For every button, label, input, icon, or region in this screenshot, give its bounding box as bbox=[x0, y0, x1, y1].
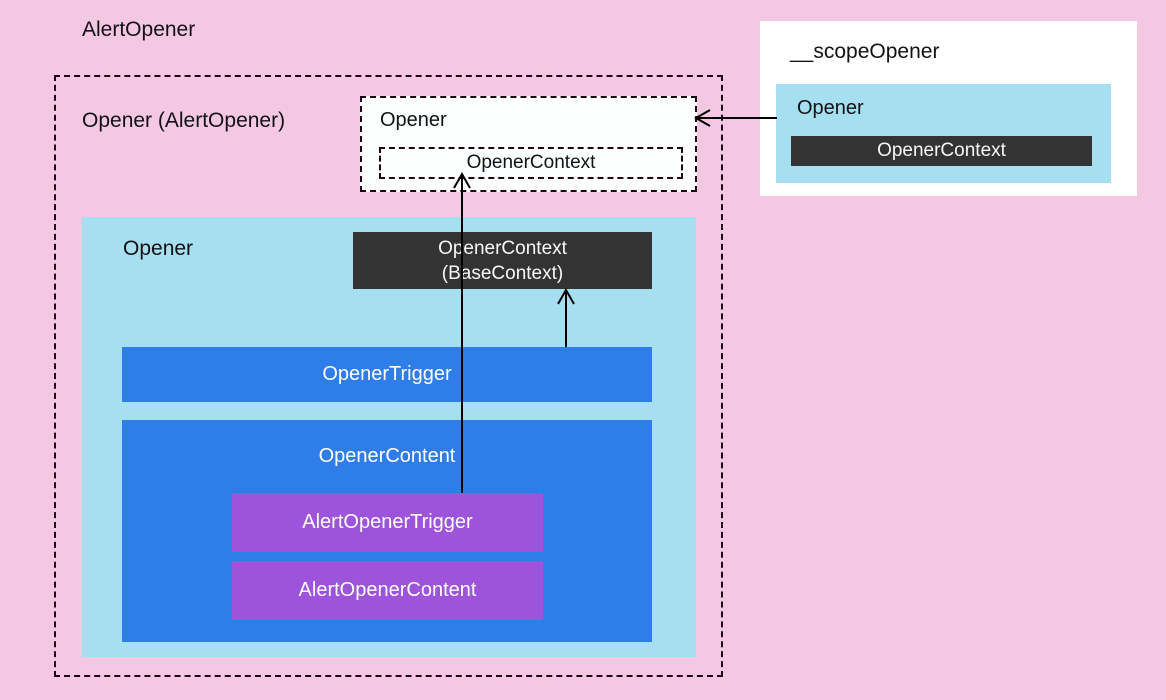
page-title: AlertOpener bbox=[82, 18, 196, 41]
opener-content-box: OpenerContent AlertOpenerTrigger AlertOp… bbox=[122, 420, 652, 642]
alert-opener-content-box: AlertOpenerContent bbox=[232, 561, 543, 620]
scope-opener-panel: __scopeOpener Opener OpenerContext bbox=[760, 21, 1137, 196]
opener-context-line: OpenerContext bbox=[438, 237, 567, 259]
provided-opener-context-box: OpenerContext bbox=[379, 147, 683, 179]
opener-trigger-box: OpenerTrigger bbox=[122, 347, 652, 402]
scope-opener-component-box: Opener OpenerContext bbox=[776, 84, 1111, 183]
opener-context-base-box: OpenerContext (BaseContext) bbox=[353, 232, 652, 289]
alert-opener-trigger-label: AlertOpenerTrigger bbox=[302, 511, 473, 533]
alert-opener-trigger-box: AlertOpenerTrigger bbox=[232, 493, 543, 552]
scope-opener-context-box: OpenerContext bbox=[791, 136, 1092, 166]
provided-opener-box: Opener OpenerContext bbox=[360, 96, 697, 192]
opener-component-label: Opener bbox=[123, 237, 194, 260]
alert-opener-content-label: AlertOpenerContent bbox=[298, 579, 477, 601]
scope-opener-context-label: OpenerContext bbox=[877, 140, 1006, 161]
provided-opener-label: Opener bbox=[380, 109, 447, 131]
scope-opener-title: __scopeOpener bbox=[790, 40, 940, 63]
outer-scope-box bbox=[54, 75, 723, 677]
opener-trigger-label: OpenerTrigger bbox=[322, 363, 452, 385]
opener-content-label: OpenerContent bbox=[318, 445, 456, 467]
scope-opener-component-label: Opener bbox=[797, 97, 864, 119]
outer-scope-label: Opener (AlertOpener) bbox=[82, 109, 286, 132]
opener-component-box: Opener OpenerContext (BaseContext) Opene… bbox=[82, 217, 696, 657]
base-context-line: (BaseContext) bbox=[441, 262, 564, 284]
